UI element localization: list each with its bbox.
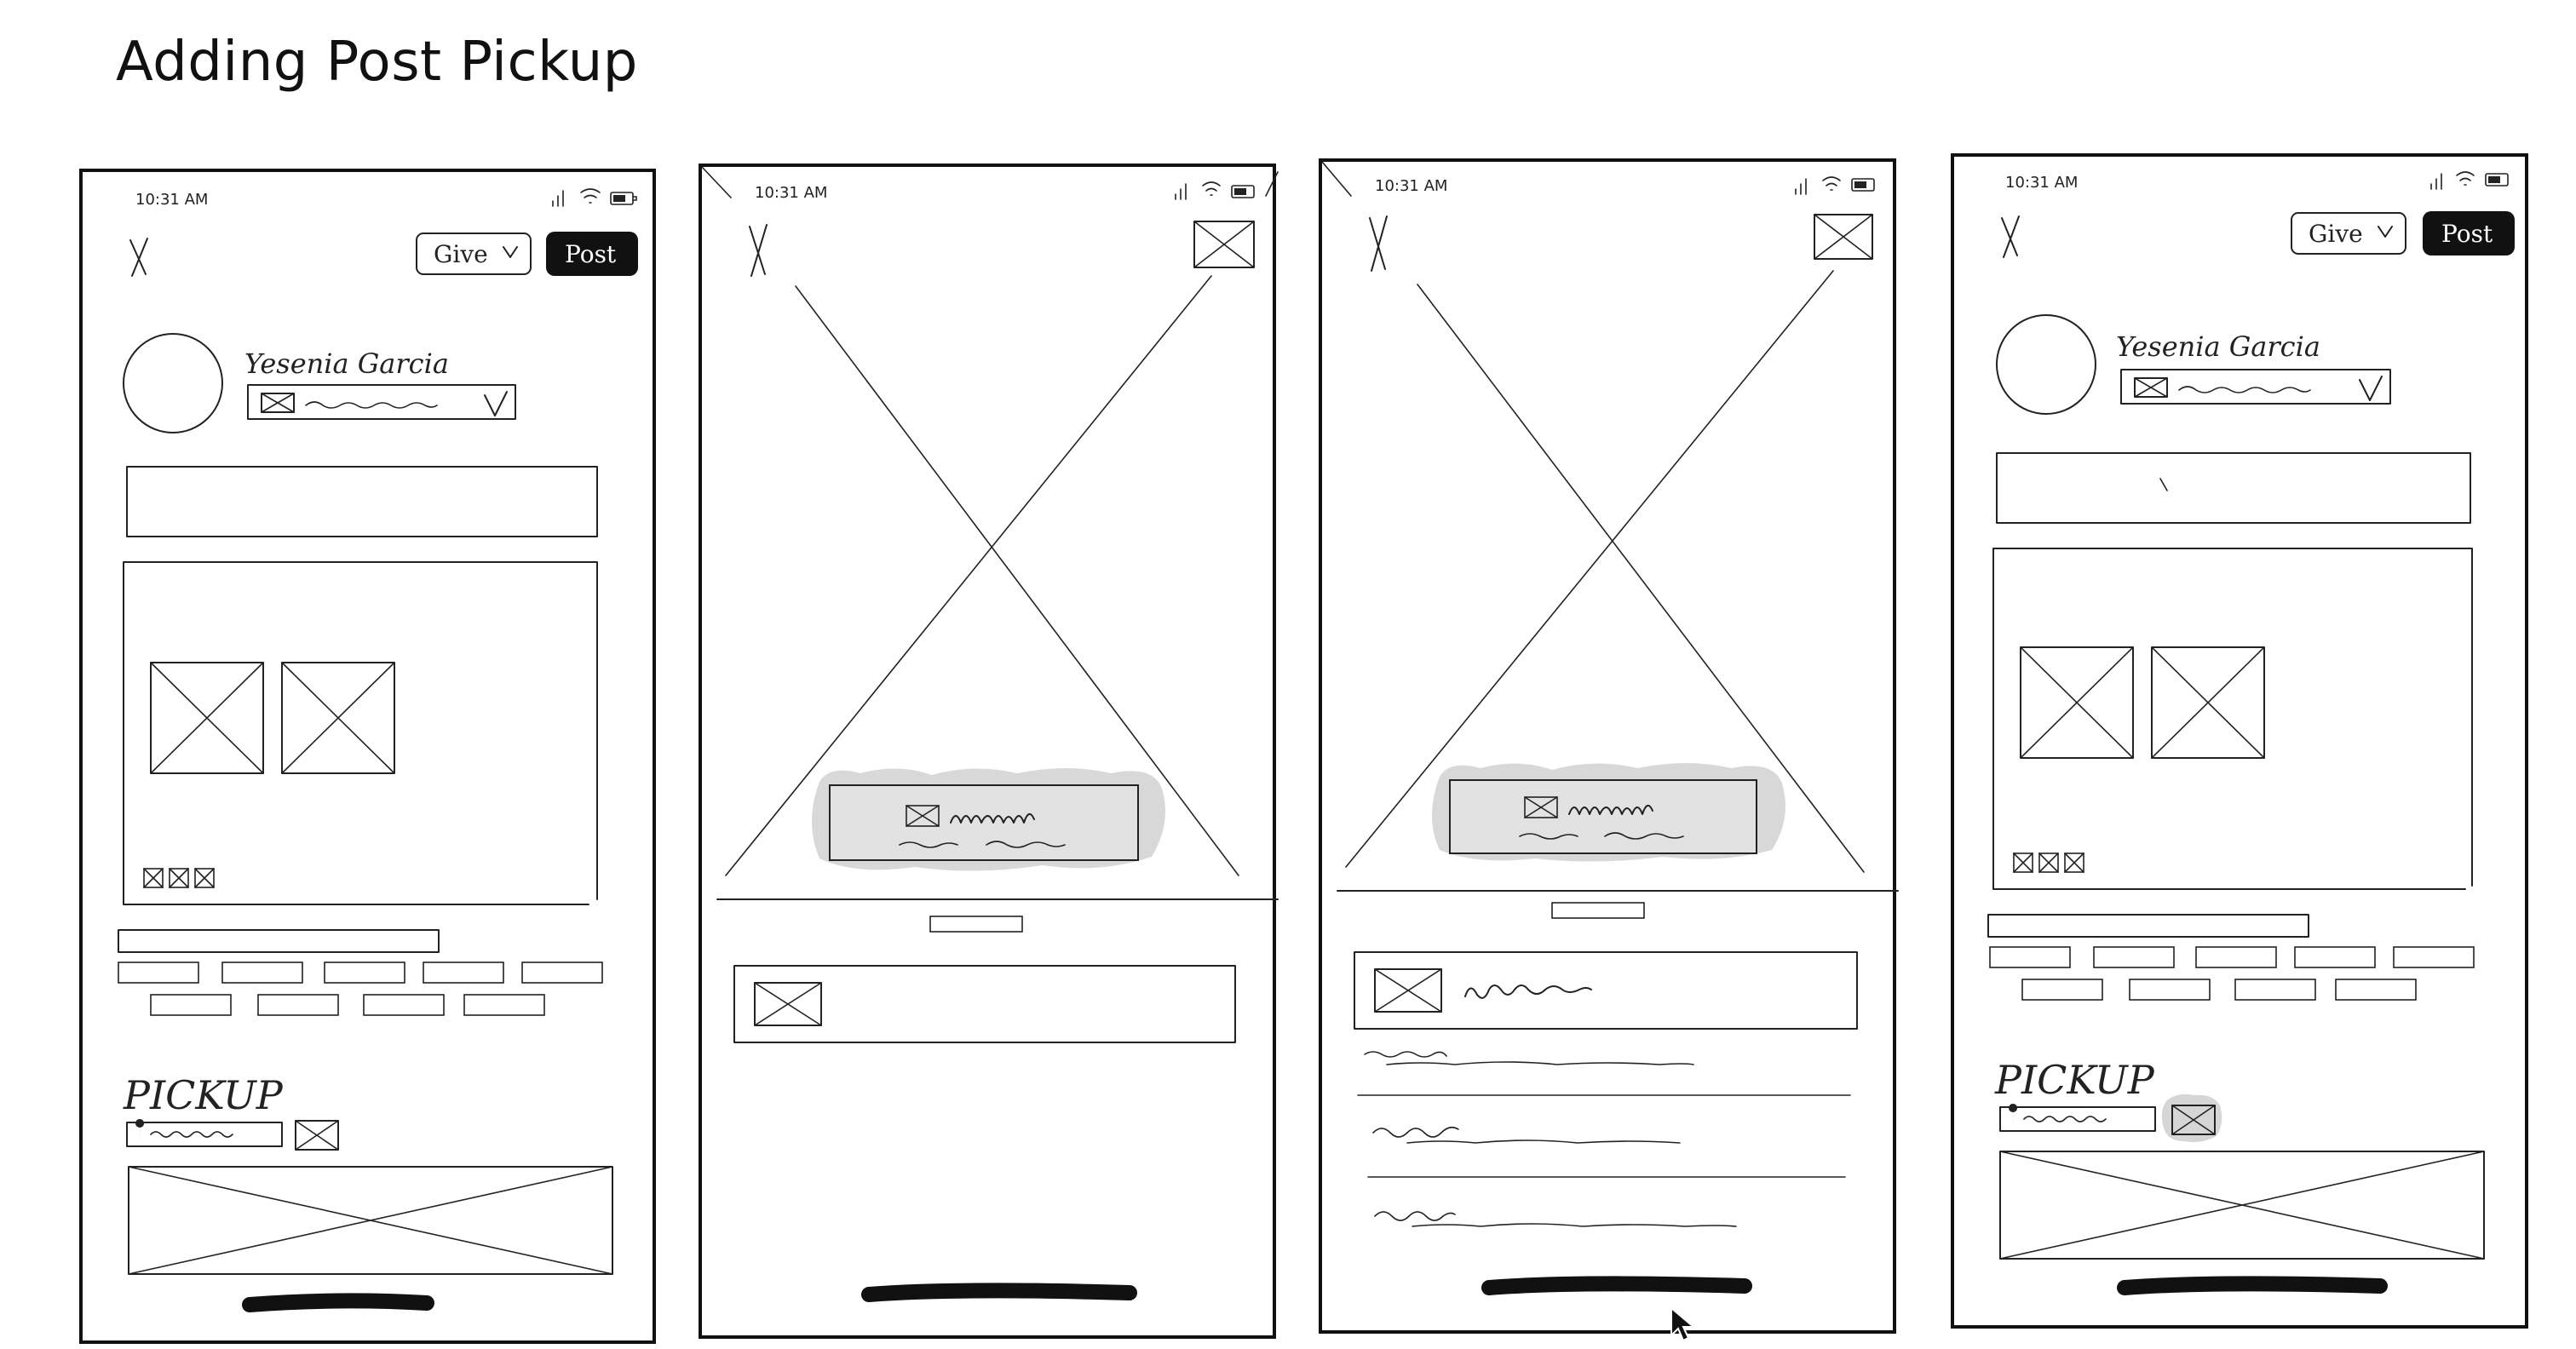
text-cursor (2159, 478, 2168, 491)
description-input[interactable] (1987, 914, 2309, 938)
home-indicator (861, 1283, 1137, 1302)
pickup-label: PICKUP (1994, 1057, 2155, 1103)
chevron-down-icon (503, 246, 518, 258)
map-placeholder (128, 1166, 613, 1275)
chevron-down-icon (484, 391, 508, 416)
photo-area[interactable] (123, 561, 598, 905)
image-placeholder-icon (754, 982, 822, 1026)
wifi-icon (1202, 181, 1221, 196)
wireframe-post-form: 10:31 AM Give Post Yesenia Garcia (79, 169, 656, 1344)
sheet-handle[interactable] (1551, 902, 1645, 919)
close-x-icon[interactable] (749, 224, 768, 277)
give-label: Give (2309, 220, 2363, 248)
title-input[interactable] (126, 466, 598, 537)
signal-icon (1175, 183, 1187, 200)
title-input[interactable] (1996, 452, 2471, 524)
wireframe-map-sheet: 10:31 AM (699, 164, 1279, 1339)
pickup-label: PICKUP (123, 1072, 284, 1118)
status-time: 10:31 AM (135, 191, 208, 209)
avatar (1996, 314, 2096, 415)
wireframe-map-sheet-sketch: 10:31 AM (701, 166, 1279, 1302)
tag-chips[interactable] (118, 962, 603, 1016)
map-area[interactable] (1345, 270, 1865, 873)
page-title: Adding Post Pickup (116, 31, 638, 94)
give-dropdown[interactable] (416, 232, 532, 275)
close-x-icon[interactable] (2001, 215, 2020, 258)
description-input[interactable] (118, 929, 440, 953)
wifi-icon (2456, 171, 2475, 186)
wireframe-post-pickup: 10:31 AM Give Post Yesenia Garcia (1951, 153, 2528, 1329)
image-placeholder-icon (2020, 646, 2134, 759)
mouse-cursor-icon (1670, 1306, 1696, 1342)
user-name: Yesenia Garcia (2116, 330, 2320, 363)
status-time: 10:31 AM (755, 184, 827, 202)
wireframe-post-pickup-sketch: 10:31 AM Give Post Yesenia Garcia (1987, 171, 2515, 1295)
signal-icon (2430, 173, 2442, 190)
map-pin-icon (135, 1119, 145, 1141)
category-select[interactable] (247, 384, 516, 420)
image-placeholder-icon (281, 662, 395, 774)
photo-area[interactable] (1992, 548, 2473, 890)
wifi-icon (580, 188, 601, 204)
status-time: 10:31 AM (1375, 177, 1447, 195)
image-placeholder-icon (2151, 646, 2265, 759)
close-x-icon[interactable] (1369, 215, 1388, 272)
give-dropdown[interactable] (2291, 212, 2406, 255)
search-suggestion-card[interactable] (1432, 763, 1785, 862)
image-placeholder-icon (1374, 968, 1442, 1013)
pickup-location-input[interactable] (126, 1119, 283, 1147)
address-result-list[interactable] (1357, 1051, 1851, 1227)
give-label: Give (434, 240, 488, 268)
category-select[interactable] (2120, 369, 2391, 405)
map-area[interactable] (725, 275, 1239, 876)
close-x-icon[interactable] (129, 238, 148, 277)
post-button[interactable] (546, 232, 638, 276)
battery-icon (1231, 185, 1255, 198)
map-pin-icon (2009, 1104, 2018, 1126)
image-placeholder-icon[interactable] (295, 1120, 339, 1151)
chevron-down-icon (2378, 226, 2393, 238)
home-indicator (1481, 1276, 1752, 1295)
post-label: Post (565, 240, 617, 268)
status-time: 10:31 AM (2005, 174, 2078, 192)
address-search-input[interactable] (733, 965, 1236, 1043)
signal-icon (552, 190, 564, 207)
thumbnail-row (143, 868, 215, 888)
wireframe-map-results: 10:31 AM (1319, 158, 1899, 1334)
wifi-icon (1822, 176, 1841, 191)
image-placeholder-icon[interactable] (1193, 221, 1255, 268)
thumbnail-row (2013, 852, 2084, 873)
home-indicator (2117, 1276, 2388, 1295)
post-label: Post (2441, 220, 2493, 248)
user-name: Yesenia Garcia (244, 347, 449, 380)
image-placeholder-icon (150, 662, 264, 774)
signal-icon (1795, 178, 1807, 195)
battery-icon (1851, 178, 1875, 192)
home-indicator (242, 1293, 434, 1312)
address-search-input[interactable] (1354, 951, 1858, 1030)
image-placeholder-icon[interactable] (2161, 1094, 2222, 1143)
chevron-down-icon (2359, 376, 2383, 401)
image-placeholder-icon[interactable] (1814, 214, 1873, 260)
sheet-handle[interactable] (929, 916, 1023, 933)
wireframe-post-form-sketch: 10:31 AM Give Post Yesenia Garcia (118, 188, 638, 1312)
pickup-location-input[interactable] (1999, 1104, 2156, 1132)
battery-icon (2485, 173, 2509, 187)
search-suggestion-card[interactable] (812, 768, 1165, 871)
avatar (123, 333, 223, 433)
post-button[interactable] (2423, 211, 2515, 255)
map-placeholder (1999, 1151, 2485, 1260)
tag-chips[interactable] (1989, 946, 2475, 1001)
wireframe-map-results-sketch: 10:31 AM (1321, 161, 1899, 1295)
battery-icon (610, 192, 637, 205)
